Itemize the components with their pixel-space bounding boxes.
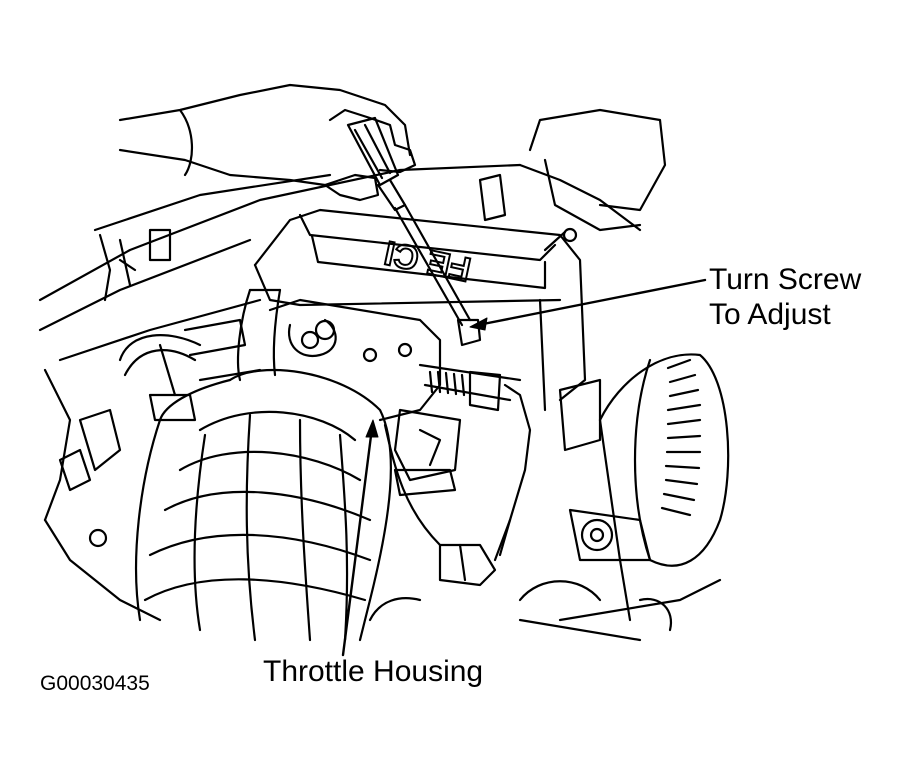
hoses-and-wiring xyxy=(118,318,512,622)
leader-lines xyxy=(341,278,707,657)
alternator-pulley xyxy=(518,353,730,632)
engine-bay-outline xyxy=(38,108,722,642)
valve-cover xyxy=(253,173,587,412)
figure-id-code: G00030435 xyxy=(40,672,150,695)
turn-screw-label-line1: Turn Screw xyxy=(709,263,862,296)
throttle-housing-leader-line xyxy=(341,426,374,657)
throttle-housing-arrowhead xyxy=(365,419,379,438)
throttle-housing-label: Throttle Housing xyxy=(263,655,484,688)
hand-with-screwdriver xyxy=(118,83,482,347)
turn-screw-label-line2: To Adjust xyxy=(709,297,831,331)
valve-cover-logo-text: FE CI xyxy=(381,233,474,288)
turn-screw-leader-line xyxy=(476,278,707,327)
intake-duct xyxy=(134,288,392,642)
turn-screw-callout: Turn Screw To Adjust xyxy=(709,263,861,332)
throttle-body xyxy=(268,298,532,557)
turn-screw-arrowhead xyxy=(469,317,488,331)
